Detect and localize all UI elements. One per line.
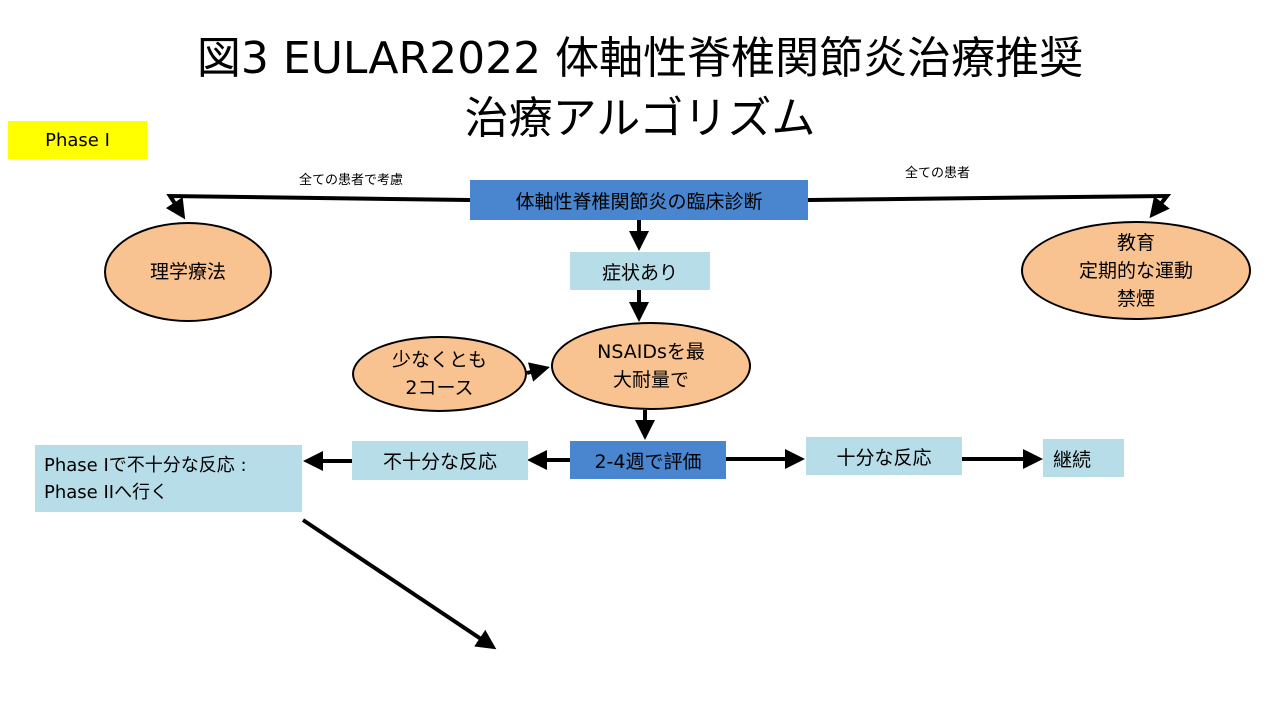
diagnosis-box: 体軸性脊椎関節炎の臨床診断 — [470, 180, 808, 220]
phase2-box: Phase Iで不十分な反応 : Phase IIへ行く — [35, 445, 302, 512]
page-title-line2: 治療アルゴリズム — [464, 93, 816, 144]
annotation-all-patients-consider: 全ての患者で考慮 — [299, 173, 404, 188]
evaluate-box: 2-4週で評価 — [570, 441, 726, 479]
two-course-line2: 2コース — [405, 377, 474, 399]
phase2-line2: Phase IIへ行く — [44, 482, 169, 503]
continue-box: 継続 — [1043, 439, 1124, 477]
arrow-twocourse-to-nsaids — [526, 362, 550, 382]
two-course-line1: 少なくとも — [391, 349, 487, 371]
arrow-diagonal — [301, 518, 497, 650]
insufficient-box: 不十分な反応 — [352, 441, 528, 480]
page-title-line1: 図3 EULAR2022 体軸性脊椎関節炎治療推奨 — [196, 33, 1084, 84]
education-ellipse: 教育 定期的な運動 禁煙 — [1021, 221, 1251, 320]
smoking-cessation-label: 禁煙 — [1116, 287, 1155, 310]
education-label: 教育 — [1116, 231, 1155, 254]
physio-ellipse: 理学療法 — [104, 222, 272, 322]
two-course-ellipse: 少なくとも 2コース — [352, 336, 527, 412]
phase2-line1: Phase Iで不十分な反応 : — [44, 455, 247, 476]
nsaids-line2: 大耐量で — [612, 369, 689, 391]
arrow-to-physio — [165, 193, 471, 220]
nsaids-ellipse: NSAIDsを最 大耐量で — [551, 322, 751, 410]
phase-label: Phase I — [8, 121, 147, 159]
symptoms-box: 症状あり — [570, 252, 710, 290]
arrow-to-education — [807, 193, 1172, 219]
annotation-all-patients: 全ての患者 — [905, 166, 971, 181]
nsaids-line1: NSAIDsを最 — [597, 341, 705, 363]
physio-label: 理学療法 — [149, 261, 226, 283]
sufficient-box: 十分な反応 — [806, 437, 962, 475]
exercise-label: 定期的な運動 — [1078, 259, 1193, 282]
